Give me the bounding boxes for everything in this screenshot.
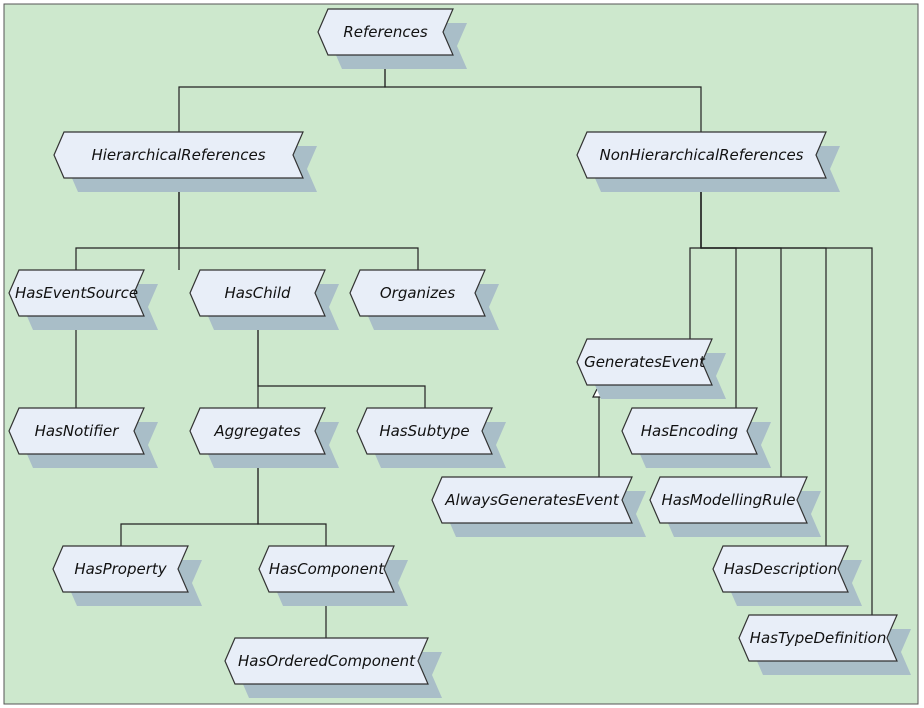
- node-hasproperty: HasProperty: [52, 545, 202, 606]
- node-label: GeneratesEvent: [584, 353, 706, 371]
- node-label: HasSubtype: [379, 422, 469, 440]
- edge-hassubtype-to-haschild: [257, 328, 426, 408]
- node-box: [189, 407, 326, 455]
- node-hastypedefinition: HasTypeDefinition: [738, 614, 911, 675]
- node-box: [317, 8, 454, 56]
- node-label: HasEncoding: [641, 422, 738, 440]
- node-box: [712, 545, 849, 593]
- node-alwaysgeneratesevent: AlwaysGeneratesEvent: [431, 476, 646, 537]
- node-haseventsource: HasEventSource: [8, 269, 158, 330]
- edge-hastypedefinition-to-nonhierarchical: [700, 190, 873, 615]
- node-label: Organizes: [380, 284, 455, 302]
- node-box: [189, 269, 326, 317]
- node-box: [738, 614, 898, 662]
- node-box: [8, 407, 145, 455]
- node-label: HasChild: [224, 284, 291, 302]
- node-box: [431, 476, 633, 524]
- node-label: HasModellingRule: [661, 491, 795, 509]
- node-label: References: [343, 23, 428, 41]
- node-organizes: Organizes: [349, 269, 499, 330]
- node-label: AlwaysGeneratesEvent: [444, 491, 620, 509]
- node-label: Aggregates: [213, 422, 301, 440]
- edge-nonhierarchical-to-references: [384, 67, 702, 132]
- node-hierarchical: HierarchicalReferences: [53, 131, 317, 192]
- node-label: HasTypeDefinition: [750, 629, 887, 647]
- node-hassubtype: HasSubtype: [356, 407, 506, 468]
- edge-organizes-to-hierarchical: [178, 190, 419, 270]
- edge-hascomponent-to-aggregates: [257, 466, 327, 546]
- node-box: [621, 407, 758, 455]
- node-generatesevent: GeneratesEvent: [576, 338, 726, 399]
- node-label: HasEventSource: [15, 284, 138, 302]
- node-box: [52, 545, 189, 593]
- node-aggregates: Aggregates: [189, 407, 339, 468]
- node-hasorderedcomponent: HasOrderedComponent: [224, 637, 442, 698]
- node-label: NonHierarchicalReferences: [600, 146, 804, 164]
- node-hasmodellingrule: HasModellingRule: [649, 476, 821, 537]
- node-box: [53, 131, 304, 179]
- node-box: [8, 269, 145, 317]
- node-hasdescription: HasDescription: [712, 545, 862, 606]
- node-references: References: [317, 8, 467, 69]
- node-haschild: HasChild: [189, 269, 339, 330]
- node-box: [356, 407, 493, 455]
- node-box: [258, 545, 395, 593]
- node-hascomponent: HasComponent: [258, 545, 408, 606]
- node-box: [649, 476, 808, 524]
- node-box: [349, 269, 486, 317]
- node-label: HasNotifier: [35, 422, 120, 440]
- node-nonhierarchical: NonHierarchicalReferences: [576, 131, 840, 192]
- node-hasencoding: HasEncoding: [621, 407, 771, 468]
- node-label: HasComponent: [269, 560, 385, 578]
- node-label: HasDescription: [724, 560, 838, 578]
- node-box: [576, 131, 827, 179]
- node-label: HierarchicalReferences: [91, 146, 265, 164]
- node-hasnotifier: HasNotifier: [8, 407, 158, 468]
- node-box: [224, 637, 429, 685]
- node-label: HasProperty: [74, 560, 167, 578]
- node-label: HasOrderedComponent: [238, 652, 416, 670]
- node-box: [576, 338, 713, 386]
